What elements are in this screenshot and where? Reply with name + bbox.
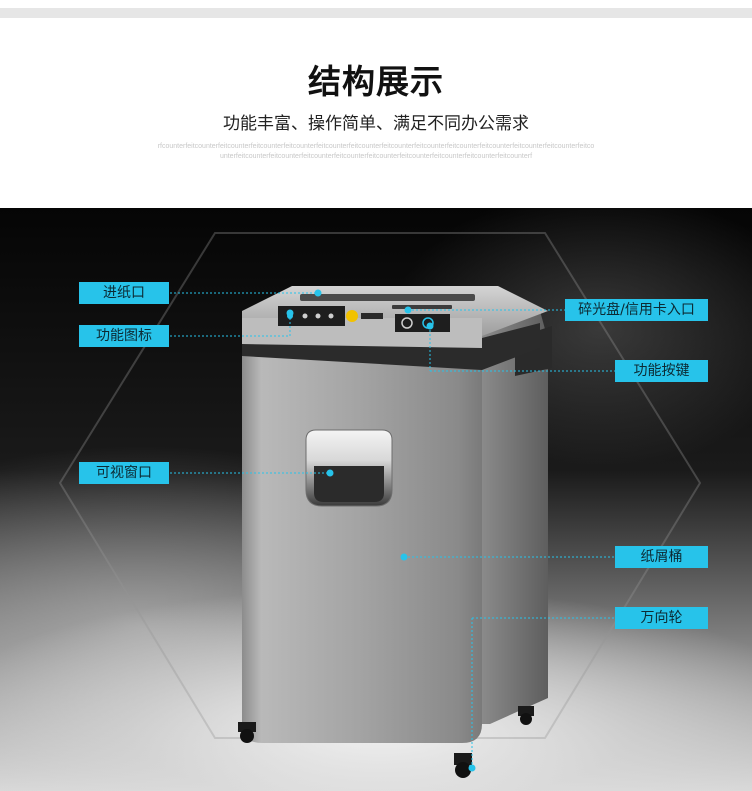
section-header: 结构展示 功能丰富、操作简单、满足不同办公需求 rfcounterfeitcou… <box>0 60 752 162</box>
function-icon-4 <box>328 313 334 319</box>
function-icon-3 <box>315 313 321 319</box>
dot-function-keys <box>426 322 434 330</box>
dot-paper-entry <box>314 289 322 297</box>
callout-function-icons: 功能图标 <box>79 325 169 347</box>
top-divider-bar <box>0 8 752 18</box>
hexagon-backdrop <box>58 232 702 739</box>
callout-paper-entry: 进纸口 <box>79 282 169 304</box>
lid-dark-band <box>242 323 540 370</box>
callout-function-keys: 功能按键 <box>615 360 708 382</box>
paper-shredder-image <box>170 286 615 778</box>
viewing-window-glass <box>314 466 384 502</box>
product-showcase: 进纸口 功能图标 可视窗口 碎光盘/信用卡入口 功能按键 纸屑桶 万向轮 <box>0 208 752 791</box>
caster-front-left <box>238 722 256 743</box>
caster-back-right <box>518 706 534 725</box>
watermark-text: rfcounterfeitcounterfeitcounterfeitcount… <box>157 143 595 160</box>
section-subtitle: 功能丰富、操作简单、满足不同办公需求 <box>223 114 529 134</box>
dot-function-icons <box>286 309 294 317</box>
cd-card-slot <box>392 305 452 309</box>
leader-lines <box>170 292 615 768</box>
waste-bin-body <box>242 326 482 743</box>
dot-cd-card-entry <box>404 306 412 314</box>
dot-caster <box>468 764 476 772</box>
callout-waste-bin: 纸屑桶 <box>615 546 708 568</box>
callout-viewing-window: 可视窗口 <box>79 462 169 484</box>
callout-cd-card-entry: 碎光盘/信用卡入口 <box>565 299 708 321</box>
paper-entry-slot <box>300 294 475 301</box>
function-key-1 <box>401 317 413 329</box>
caster-front-right <box>454 753 472 778</box>
brand-logo-text <box>361 313 383 319</box>
brand-logo-icon <box>346 310 358 322</box>
function-icons-panel <box>278 306 345 326</box>
side-panel <box>482 311 548 724</box>
callout-caster: 万向轮 <box>615 607 708 629</box>
function-icon-2 <box>302 313 308 319</box>
dot-viewing-window <box>326 469 334 477</box>
dot-waste-bin <box>400 553 408 561</box>
section-title: 结构展示 <box>308 62 444 101</box>
